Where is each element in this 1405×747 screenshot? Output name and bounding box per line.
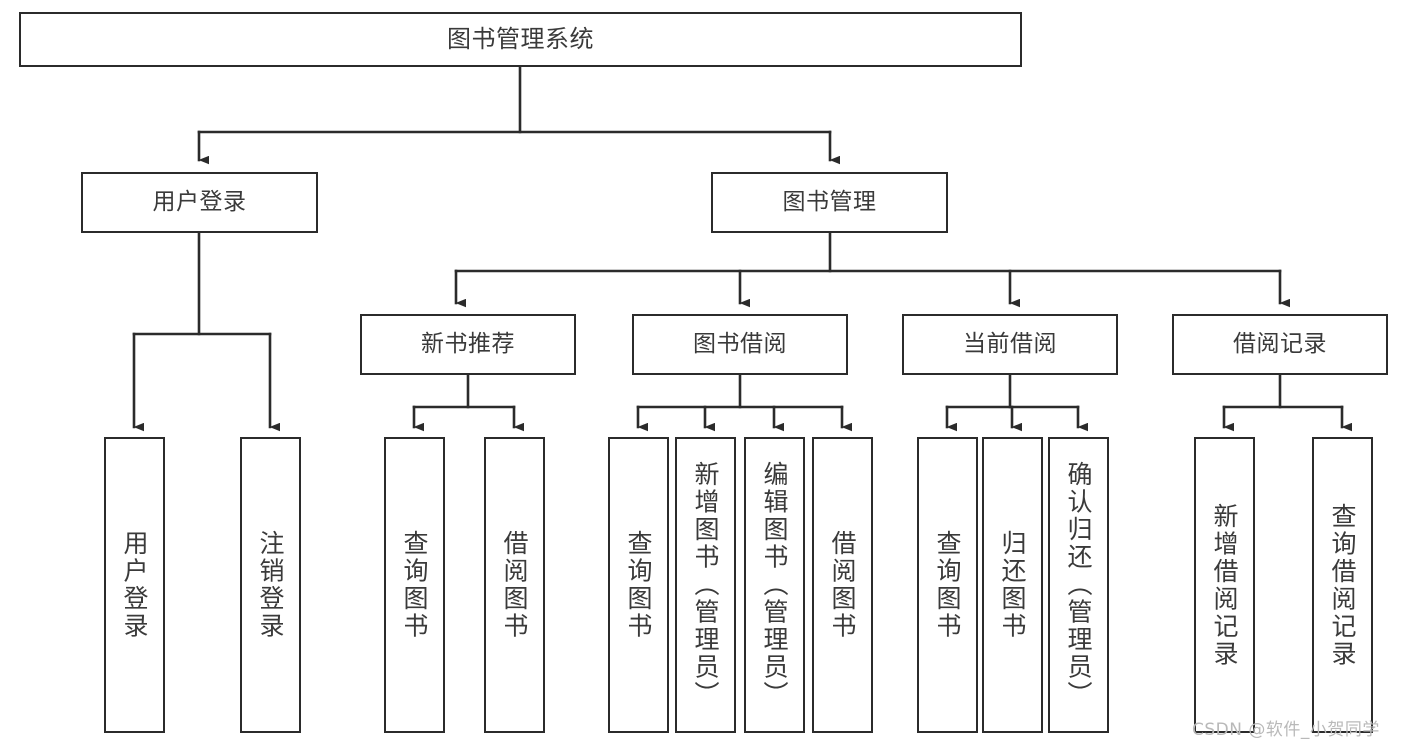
- leaf-current-confirm-return[interactable]: 确认归还（管理员）: [1048, 437, 1109, 733]
- node-label: 编辑图书（管理员）: [760, 461, 789, 709]
- node-label: 查询图书: [400, 530, 429, 640]
- leaf-borrow-edit-book[interactable]: 编辑图书（管理员）: [744, 437, 805, 733]
- node-label: 图书管理: [782, 188, 877, 215]
- node-label: 查询图书: [933, 530, 962, 640]
- node-label: 注销登录: [256, 530, 285, 640]
- node-label: 确认归还（管理员）: [1064, 461, 1093, 709]
- leaf-record-add[interactable]: 新增借阅记录: [1194, 437, 1255, 733]
- node-label: 借阅图书: [500, 530, 529, 640]
- leaf-user-login-logout[interactable]: 注销登录: [240, 437, 301, 733]
- node-label: 借阅记录: [1233, 330, 1327, 357]
- node-label: 用户登录: [120, 530, 149, 640]
- csdn-watermark: CSDN @软件_小贺同学: [1192, 720, 1380, 740]
- leaf-user-login-login[interactable]: 用户登录: [104, 437, 165, 733]
- node-label: 归还图书: [998, 530, 1027, 640]
- leaf-new-book-query[interactable]: 查询图书: [384, 437, 445, 733]
- node-label: 查询借阅记录: [1328, 502, 1357, 668]
- node-label: 新增图书（管理员）: [691, 461, 720, 709]
- node-label: 新增借阅记录: [1210, 502, 1239, 668]
- leaf-borrow-borrow-book[interactable]: 借阅图书: [812, 437, 873, 733]
- node-label: 当前借阅: [963, 330, 1057, 357]
- node-label: 查询图书: [624, 530, 653, 640]
- node-current-borrow[interactable]: 当前借阅: [902, 314, 1118, 375]
- leaf-new-book-borrow[interactable]: 借阅图书: [484, 437, 545, 733]
- node-label: 用户登录: [152, 188, 247, 215]
- node-label: 图书管理系统: [447, 25, 594, 54]
- leaf-current-return-book[interactable]: 归还图书: [982, 437, 1043, 733]
- leaf-borrow-query-book[interactable]: 查询图书: [608, 437, 669, 733]
- node-new-book-recommend[interactable]: 新书推荐: [360, 314, 576, 375]
- node-root-system[interactable]: 图书管理系统: [19, 12, 1022, 67]
- node-borrow-record[interactable]: 借阅记录: [1172, 314, 1388, 375]
- leaf-record-query[interactable]: 查询借阅记录: [1312, 437, 1373, 733]
- node-book-management[interactable]: 图书管理: [711, 172, 948, 233]
- node-book-borrow[interactable]: 图书借阅: [632, 314, 848, 375]
- leaf-borrow-add-book[interactable]: 新增图书（管理员）: [675, 437, 736, 733]
- node-label: 借阅图书: [828, 530, 857, 640]
- leaf-current-query-book[interactable]: 查询图书: [917, 437, 978, 733]
- node-label: 图书借阅: [693, 330, 787, 357]
- node-label: 新书推荐: [421, 330, 515, 357]
- node-user-login[interactable]: 用户登录: [81, 172, 318, 233]
